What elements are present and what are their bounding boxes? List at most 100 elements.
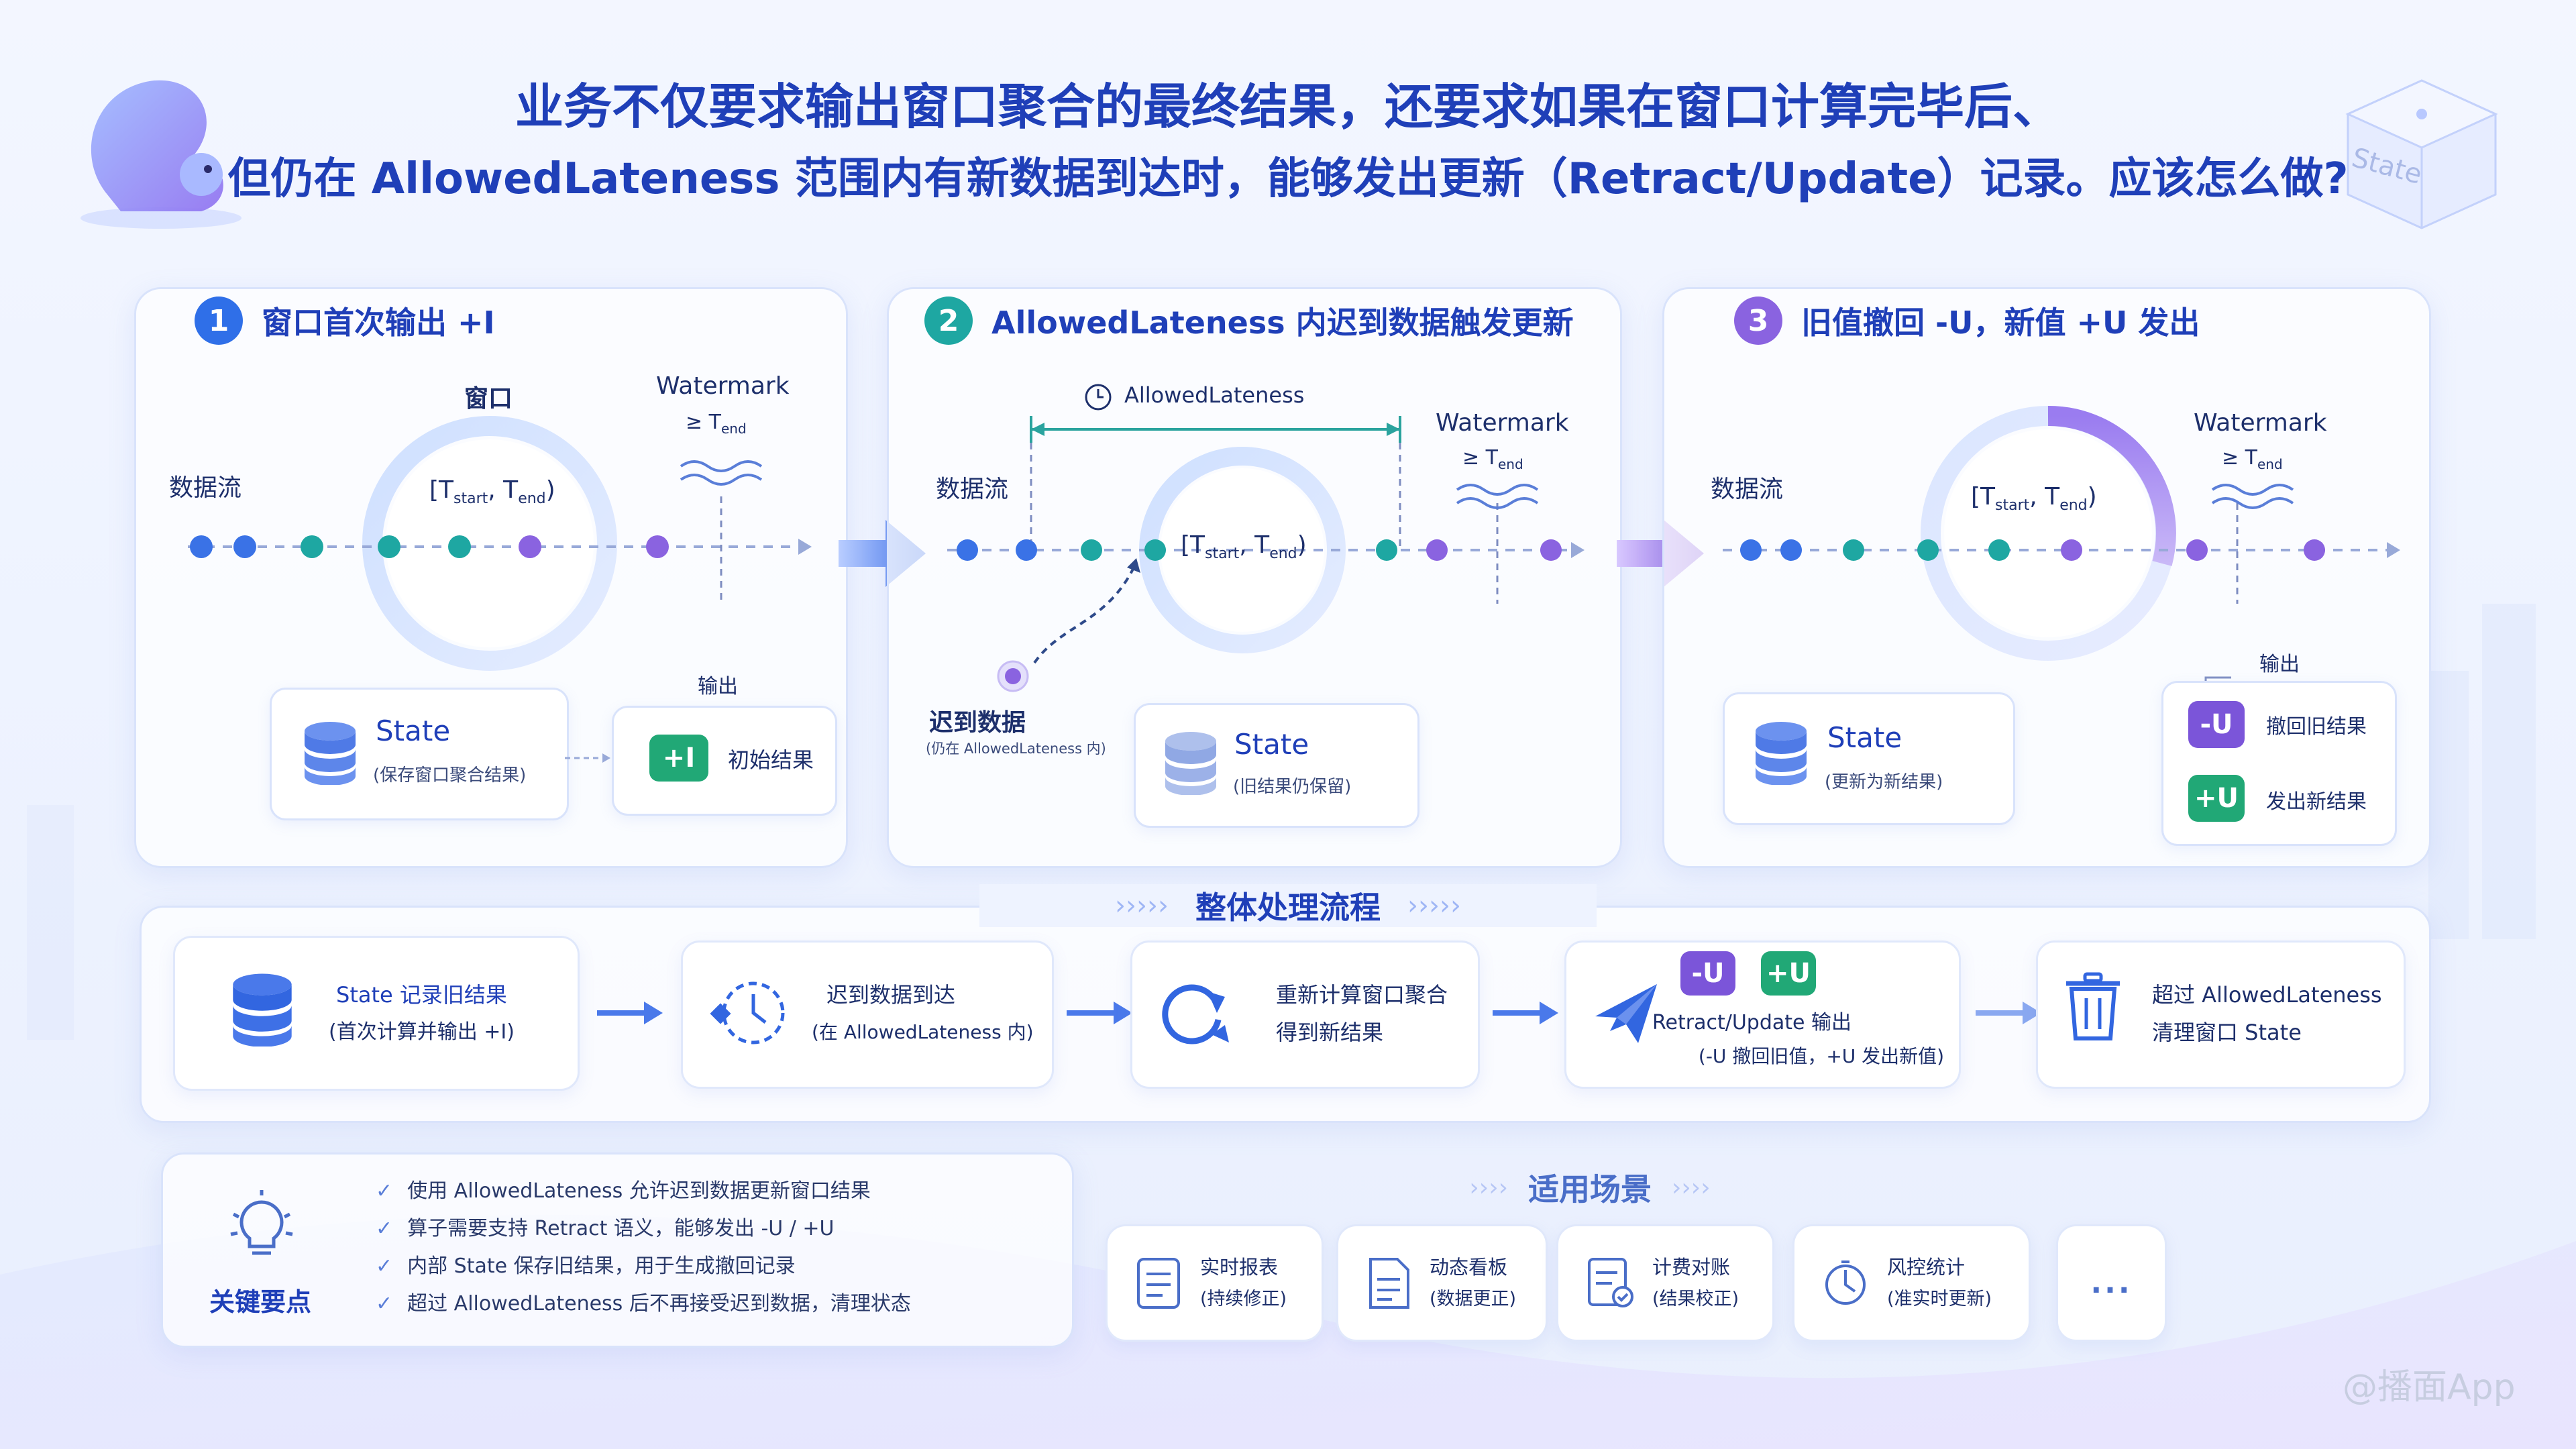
step2-header: 2 AllowedLateness 内迟到数据触发更新 — [924, 297, 1574, 345]
step3-state-sub: (更新为新结果) — [1825, 772, 1943, 792]
step1-number: 1 — [195, 297, 243, 345]
scenario-more-button[interactable]: ... — [2056, 1224, 2167, 1342]
flow-step-4-text: Retract/Update 输出 (-U 撤回旧值，+U 发出新值) — [1652, 1011, 1945, 1067]
step3-stream-label: 数据流 — [1711, 476, 1784, 503]
refresh-icon — [1162, 984, 1229, 1044]
flow-step-3-text: 重新计算窗口聚合 得到新结果 — [1276, 982, 1448, 1045]
database-icon — [305, 722, 356, 785]
step2-lateness-label: AllowedLateness — [1124, 382, 1305, 408]
step2-state-sub: (旧结果仍保留) — [1233, 777, 1352, 797]
step2-watermark-label: Watermark — [1436, 409, 1569, 437]
step2-late-sub: (仍在 AllowedLateness 内) — [926, 741, 1106, 757]
check-icon: ✓ — [376, 1254, 393, 1278]
step1-result-text: 初始结果 — [728, 747, 814, 773]
step2-title: AllowedLateness 内迟到数据触发更新 — [991, 305, 1574, 341]
step1-watermark-label: Watermark — [656, 372, 790, 400]
check-icon: ✓ — [376, 1217, 393, 1240]
flow-arrow-icon — [1493, 1002, 1558, 1024]
flow-step-2 — [681, 941, 1054, 1089]
step3-output-label: 输出 — [2259, 653, 2300, 676]
step3-retract-text: 撤回旧结果 — [2266, 715, 2367, 739]
list-item: ✓使用 AllowedLateness 允许迟到数据更新窗口结果 — [376, 1179, 871, 1203]
step1-title: 窗口首次输出 +I — [262, 305, 495, 341]
step3-watermark-label: Watermark — [2194, 409, 2327, 437]
scenario-card-risk: 风控统计 (准实时更新) — [1792, 1224, 2031, 1342]
trash-icon — [2066, 972, 2120, 1040]
step3-window-range: [Tstart, Tend) — [1971, 483, 2097, 515]
key-points-panel — [161, 1152, 1074, 1348]
step2-watermark-cond: ≥ Tend — [1462, 446, 1523, 472]
flow-title-wrap: ››››› 整体处理流程 ››››› — [979, 884, 1597, 927]
step3-number: 3 — [1734, 297, 1782, 345]
key-points-list: ✓使用 AllowedLateness 允许迟到数据更新窗口结果 ✓算子需要支持… — [376, 1173, 911, 1323]
billing-check-icon — [1588, 1257, 1633, 1307]
database-icon — [1165, 732, 1216, 795]
flow-step-1-text: State 记录旧结果 (首次计算并输出 +I) — [329, 982, 515, 1044]
lightbulb-icon — [230, 1190, 293, 1255]
check-icon: ✓ — [376, 1292, 393, 1316]
scenario-card-realtime-report: 实时报表 (持续修正) — [1106, 1224, 1324, 1342]
step3-retract-badge: -U — [2188, 701, 2245, 748]
report-icon — [1137, 1257, 1180, 1309]
step3-update-text: 发出新结果 — [2266, 790, 2367, 814]
check-icon: ✓ — [376, 1179, 393, 1203]
flow-chevrons-right: ››››› — [1407, 890, 1461, 921]
step2-number: 2 — [924, 297, 973, 345]
step2-state-card — [1134, 703, 1419, 828]
send-icon — [1595, 984, 1657, 1043]
step3-update-badge: +U — [2188, 775, 2245, 822]
step2-state-title: State — [1234, 728, 1309, 761]
list-item: ✓算子需要支持 Retract 语义，能够发出 -U / +U — [376, 1217, 835, 1240]
flow-step-5-text: 超过 AllowedLateness 清理窗口 State — [2152, 982, 2382, 1045]
squirrel-logo-icon — [80, 80, 241, 229]
more-label: ... — [2090, 1266, 2133, 1300]
step3-header: 3 旧值撤回 -U，新值 +U 发出 — [1734, 297, 2200, 345]
scenario-card-dashboard: 动态看板 (数据更正) — [1336, 1224, 1548, 1342]
flow-step-5 — [2036, 941, 2406, 1089]
flow-arrow-icon — [1067, 1002, 1132, 1024]
flow-arrow-icon — [1976, 1002, 2041, 1024]
risk-stat-icon — [1825, 1260, 1866, 1305]
step3-title: 旧值撤回 -U，新值 +U 发出 — [1801, 305, 2200, 341]
flow-title: 整体处理流程 — [1195, 890, 1381, 926]
step2-late-label: 迟到数据 — [929, 709, 1026, 737]
step3-watermark-cond: ≥ Tend — [2222, 446, 2283, 472]
step1-stream-label: 数据流 — [169, 474, 242, 502]
step1-output-label: 输出 — [698, 675, 738, 698]
step1-watermark-cond: ≥ Tend — [686, 411, 747, 437]
document-edit-icon — [1369, 1257, 1409, 1309]
step2-stream-label: 数据流 — [936, 476, 1009, 503]
step1-window-label: 窗口 — [464, 385, 513, 413]
step1-state-sub: (保存窗口聚合结果) — [373, 765, 527, 786]
step3-state-title: State — [1827, 721, 1902, 754]
flow-arrow-icon — [597, 1002, 663, 1024]
flow-update-badge: +U — [1761, 951, 1816, 996]
step2-diagram — [947, 416, 1585, 692]
page-title-line1: 业务不仅要求输出窗口聚合的最终结果，还要求如果在窗口计算完毕后、 — [515, 78, 2061, 135]
step1-state-title: State — [376, 714, 451, 747]
flow-chevrons-left: ››››› — [1115, 890, 1169, 921]
scenario-card-billing: 计费对账 (结果校正) — [1556, 1224, 1774, 1342]
brand-watermark: @播面App — [2343, 1367, 2516, 1407]
flow-retract-badge: -U — [1680, 951, 1735, 996]
page-title-line2: 但仍在 AllowedLateness 范围内有新数据到达时，能够发出更新（Re… — [227, 154, 2349, 204]
flow-step-2-text: 迟到数据到达 (在 AllowedLateness 内) — [812, 982, 1034, 1043]
database-icon — [1756, 722, 1807, 785]
step1-insert-badge: +I — [649, 735, 708, 782]
step3-diagram — [1723, 405, 2400, 698]
late-clock-icon — [710, 981, 785, 1044]
list-item: ✓超过 AllowedLateness 后不再接受迟到数据，清理状态 — [376, 1292, 911, 1316]
step2-window-range: [Tstart, Tend) — [1181, 531, 1307, 563]
step1-diagram — [188, 416, 812, 671]
step1-window-range: [Tstart, Tend) — [429, 476, 555, 508]
state-cube-icon — [2345, 79, 2498, 229]
database-icon — [233, 973, 292, 1046]
step1-state-card — [270, 688, 569, 820]
scenarios-chevrons-left: ›››› — [1469, 1173, 1508, 1201]
flow-step-3 — [1130, 941, 1480, 1089]
scenarios-chevrons-right: ›››› — [1672, 1173, 1711, 1201]
key-points-title: 关键要点 — [209, 1287, 312, 1317]
list-item: ✓内部 State 保存旧结果，用于生成撤回记录 — [376, 1254, 796, 1278]
scenarios-title: 适用场景 — [1528, 1171, 1652, 1208]
scenarios-title-wrap: ›››› 适用场景 ›››› — [1409, 1164, 1771, 1211]
